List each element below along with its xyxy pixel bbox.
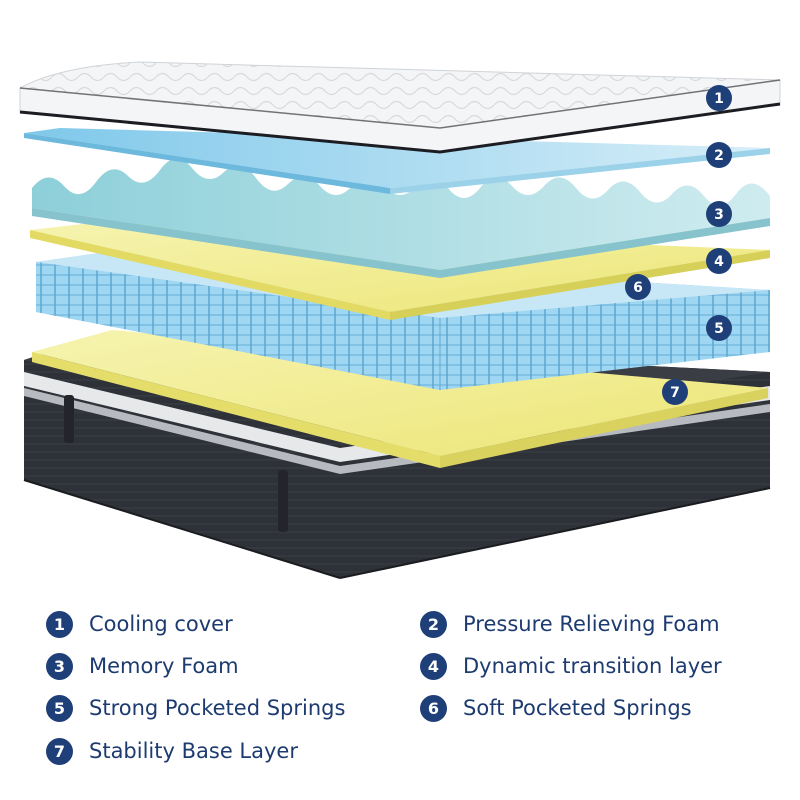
legend-item-7: 7 Stability Base Layer [46, 735, 298, 767]
mattress-diagram: 1 2 3 4 5 6 7 [19, 61, 781, 579]
layer-7-stability-base [32, 330, 768, 468]
layer-2-gel-foam [24, 128, 770, 194]
legend-badge-5: 5 [46, 694, 73, 722]
layer-1-cooling-cover [19, 61, 781, 154]
legend-label-6: Soft Pocketed Springs [463, 696, 692, 720]
badge-3: 3 [706, 201, 732, 227]
badge-2: 2 [706, 142, 732, 168]
layer-legend: 1 Cooling cover 2 Pressure Relieving Foa… [0, 600, 800, 790]
legend-label-4: Dynamic transition layer [463, 654, 722, 678]
badge-4-number: 4 [714, 254, 724, 270]
legend-label-3: Memory Foam [89, 654, 239, 678]
legend-label-7: Stability Base Layer [89, 739, 298, 763]
legend-item-4: 4 Dynamic transition layer [420, 650, 722, 682]
badge-1: 1 [706, 85, 732, 111]
legend-badge-7: 7 [46, 737, 73, 765]
badge-6-number: 6 [633, 280, 643, 296]
legend-badge-4: 4 [420, 652, 447, 680]
badge-3-number: 3 [714, 207, 724, 223]
badge-5-number: 5 [714, 321, 724, 337]
badge-5: 5 [706, 315, 732, 341]
layer-3-memory-foam [32, 158, 770, 278]
legend-item-3: 3 Memory Foam [46, 650, 239, 682]
legend-item-5: 5 Strong Pocketed Springs [46, 692, 345, 724]
legend-badge-6: 6 [420, 694, 447, 722]
legend-badge-3: 3 [46, 652, 73, 680]
legend-label-2: Pressure Relieving Foam [463, 612, 720, 636]
legend-item-2: 2 Pressure Relieving Foam [420, 608, 720, 640]
badge-7: 7 [662, 379, 688, 405]
badge-6: 6 [625, 274, 651, 300]
legend-item-6: 6 Soft Pocketed Springs [420, 692, 692, 724]
legend-item-1: 1 Cooling cover [46, 608, 233, 640]
badge-4: 4 [706, 248, 732, 274]
legend-label-5: Strong Pocketed Springs [89, 696, 346, 720]
legend-badge-2: 2 [420, 610, 447, 638]
badge-7-number: 7 [670, 385, 680, 401]
legend-label-1: Cooling cover [89, 612, 233, 636]
badge-2-number: 2 [714, 148, 724, 164]
badge-1-number: 1 [714, 91, 724, 107]
legend-badge-1: 1 [46, 610, 73, 638]
